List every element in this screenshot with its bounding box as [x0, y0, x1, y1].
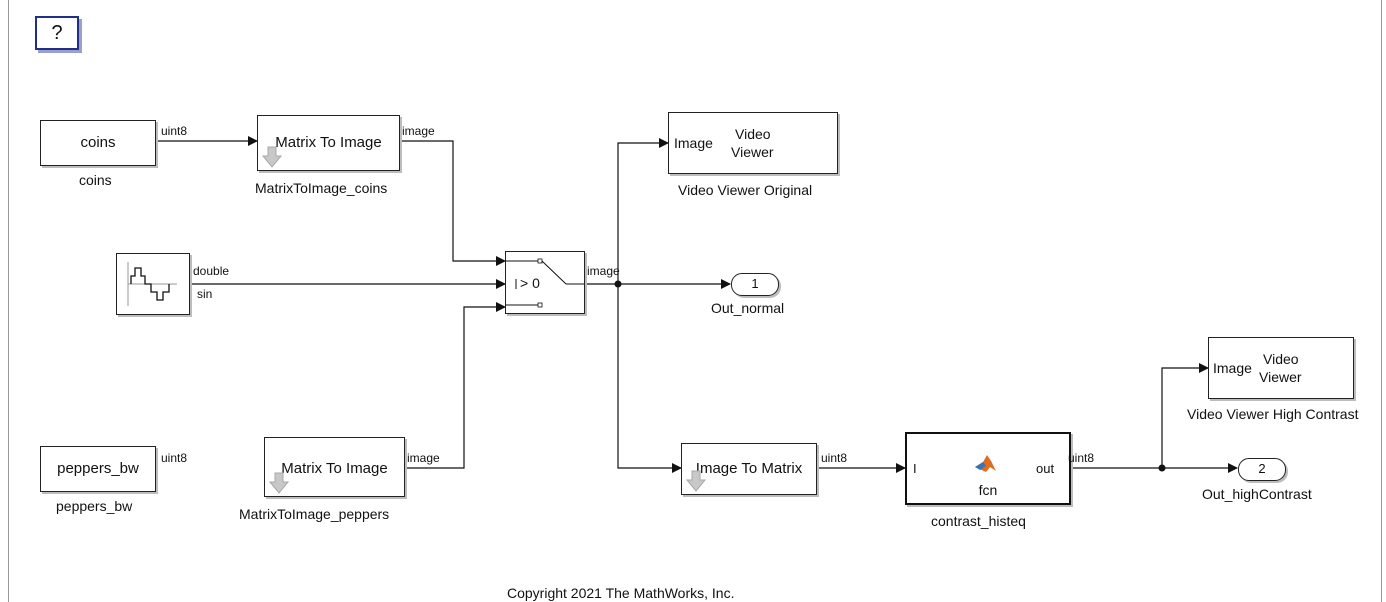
library-link-arrow-icon [269, 472, 289, 494]
peppers-bw-block-text: peppers_bw [57, 460, 139, 477]
line-to-vv-orig [617, 138, 669, 284]
video-viewer-original-port: Image [674, 135, 713, 151]
video-viewer-high-text-1: Video [1263, 351, 1299, 367]
contrast-histeq-block[interactable]: I out fcn [905, 432, 1071, 505]
coins-signal-label: uint8 [161, 124, 188, 138]
help-button[interactable]: ? [35, 16, 79, 50]
sine-signal-type-label: double [193, 264, 230, 278]
video-viewer-original-text-2: Viewer [731, 144, 774, 160]
out-normal-name: Out_normal [711, 300, 785, 316]
out-high-contrast-name: Out_highContrast [1202, 486, 1312, 502]
peppers-bw-block-name: peppers_bw [56, 498, 133, 514]
sine-wave-icon [127, 262, 177, 306]
library-link-arrow-icon [262, 146, 282, 168]
switch-criteria-text: > 0 [520, 275, 540, 291]
matrix-to-image-coins-name: MatrixToImage_coins [255, 180, 388, 196]
image-to-matrix-block[interactable]: Image To Matrix [681, 443, 817, 495]
video-viewer-high-contrast-block[interactable]: Image Video Viewer [1208, 337, 1354, 399]
copyright-text: Copyright 2021 The MathWorks, Inc. [507, 585, 735, 601]
switch-signal-label: image [587, 264, 620, 278]
mti-coins-signal-label: image [402, 124, 435, 138]
matrix-to-image-peppers-text: Matrix To Image [281, 460, 388, 477]
line-mti-coins-to-switch [400, 140, 506, 266]
coins-block[interactable]: coins [40, 120, 156, 166]
mti-peppers-signal-label: image [407, 451, 440, 465]
line-mti-peppers-to-switch [405, 302, 506, 469]
video-viewer-original-block[interactable]: Image Video Viewer [668, 112, 838, 174]
video-viewer-original-text-1: Video [735, 126, 771, 142]
video-viewer-high-contrast-name: Video Viewer High Contrast [1187, 406, 1359, 422]
image-to-matrix-text: Image To Matrix [695, 460, 803, 477]
library-link-arrow-icon [686, 470, 706, 492]
model-canvas[interactable]: ? coins coins uint8 Matrix To Image Matr… [8, 0, 1382, 602]
video-viewer-high-port: Image [1213, 360, 1252, 376]
matrix-to-image-peppers-name: MatrixToImage_peppers [239, 506, 390, 522]
switch-block[interactable]: > 0 [505, 251, 585, 314]
matlab-logo-icon [975, 455, 996, 472]
switch-icon [506, 258, 584, 308]
contrast-histeq-name: contrast_histeq [931, 513, 1026, 529]
video-viewer-high-text-2: Viewer [1259, 369, 1302, 385]
out-high-contrast-port[interactable]: 2 [1238, 458, 1286, 481]
sine-wave-block[interactable] [116, 253, 190, 315]
contrast-out-port-label: out [1036, 461, 1055, 476]
peppers-bw-block[interactable]: peppers_bw [40, 446, 156, 492]
peppers-signal-label: uint8 [161, 451, 188, 465]
matrix-to-image-coins-text: Matrix To Image [275, 134, 382, 151]
signal-lines [156, 136, 1238, 473]
branch-point-2 [1158, 464, 1166, 472]
coins-block-text: coins [80, 134, 116, 151]
coins-block-name: coins [79, 172, 112, 188]
line-to-vv-high [1161, 363, 1209, 468]
out-normal-port[interactable]: 1 [731, 273, 779, 296]
branch-point-1 [614, 280, 622, 288]
contrast-in-port-label: I [913, 461, 917, 476]
matrix-to-image-peppers-block[interactable]: Matrix To Image [264, 437, 405, 497]
line-to-itm [617, 284, 682, 473]
video-viewer-original-name: Video Viewer Original [678, 182, 813, 198]
contrast-fcn-text: fcn [978, 482, 998, 498]
itm-signal-label: uint8 [821, 451, 848, 465]
matrix-to-image-coins-block[interactable]: Matrix To Image [257, 115, 400, 171]
contrast-signal-label: uint8 [1068, 451, 1095, 465]
sine-signal-name-label: sin [197, 287, 213, 301]
